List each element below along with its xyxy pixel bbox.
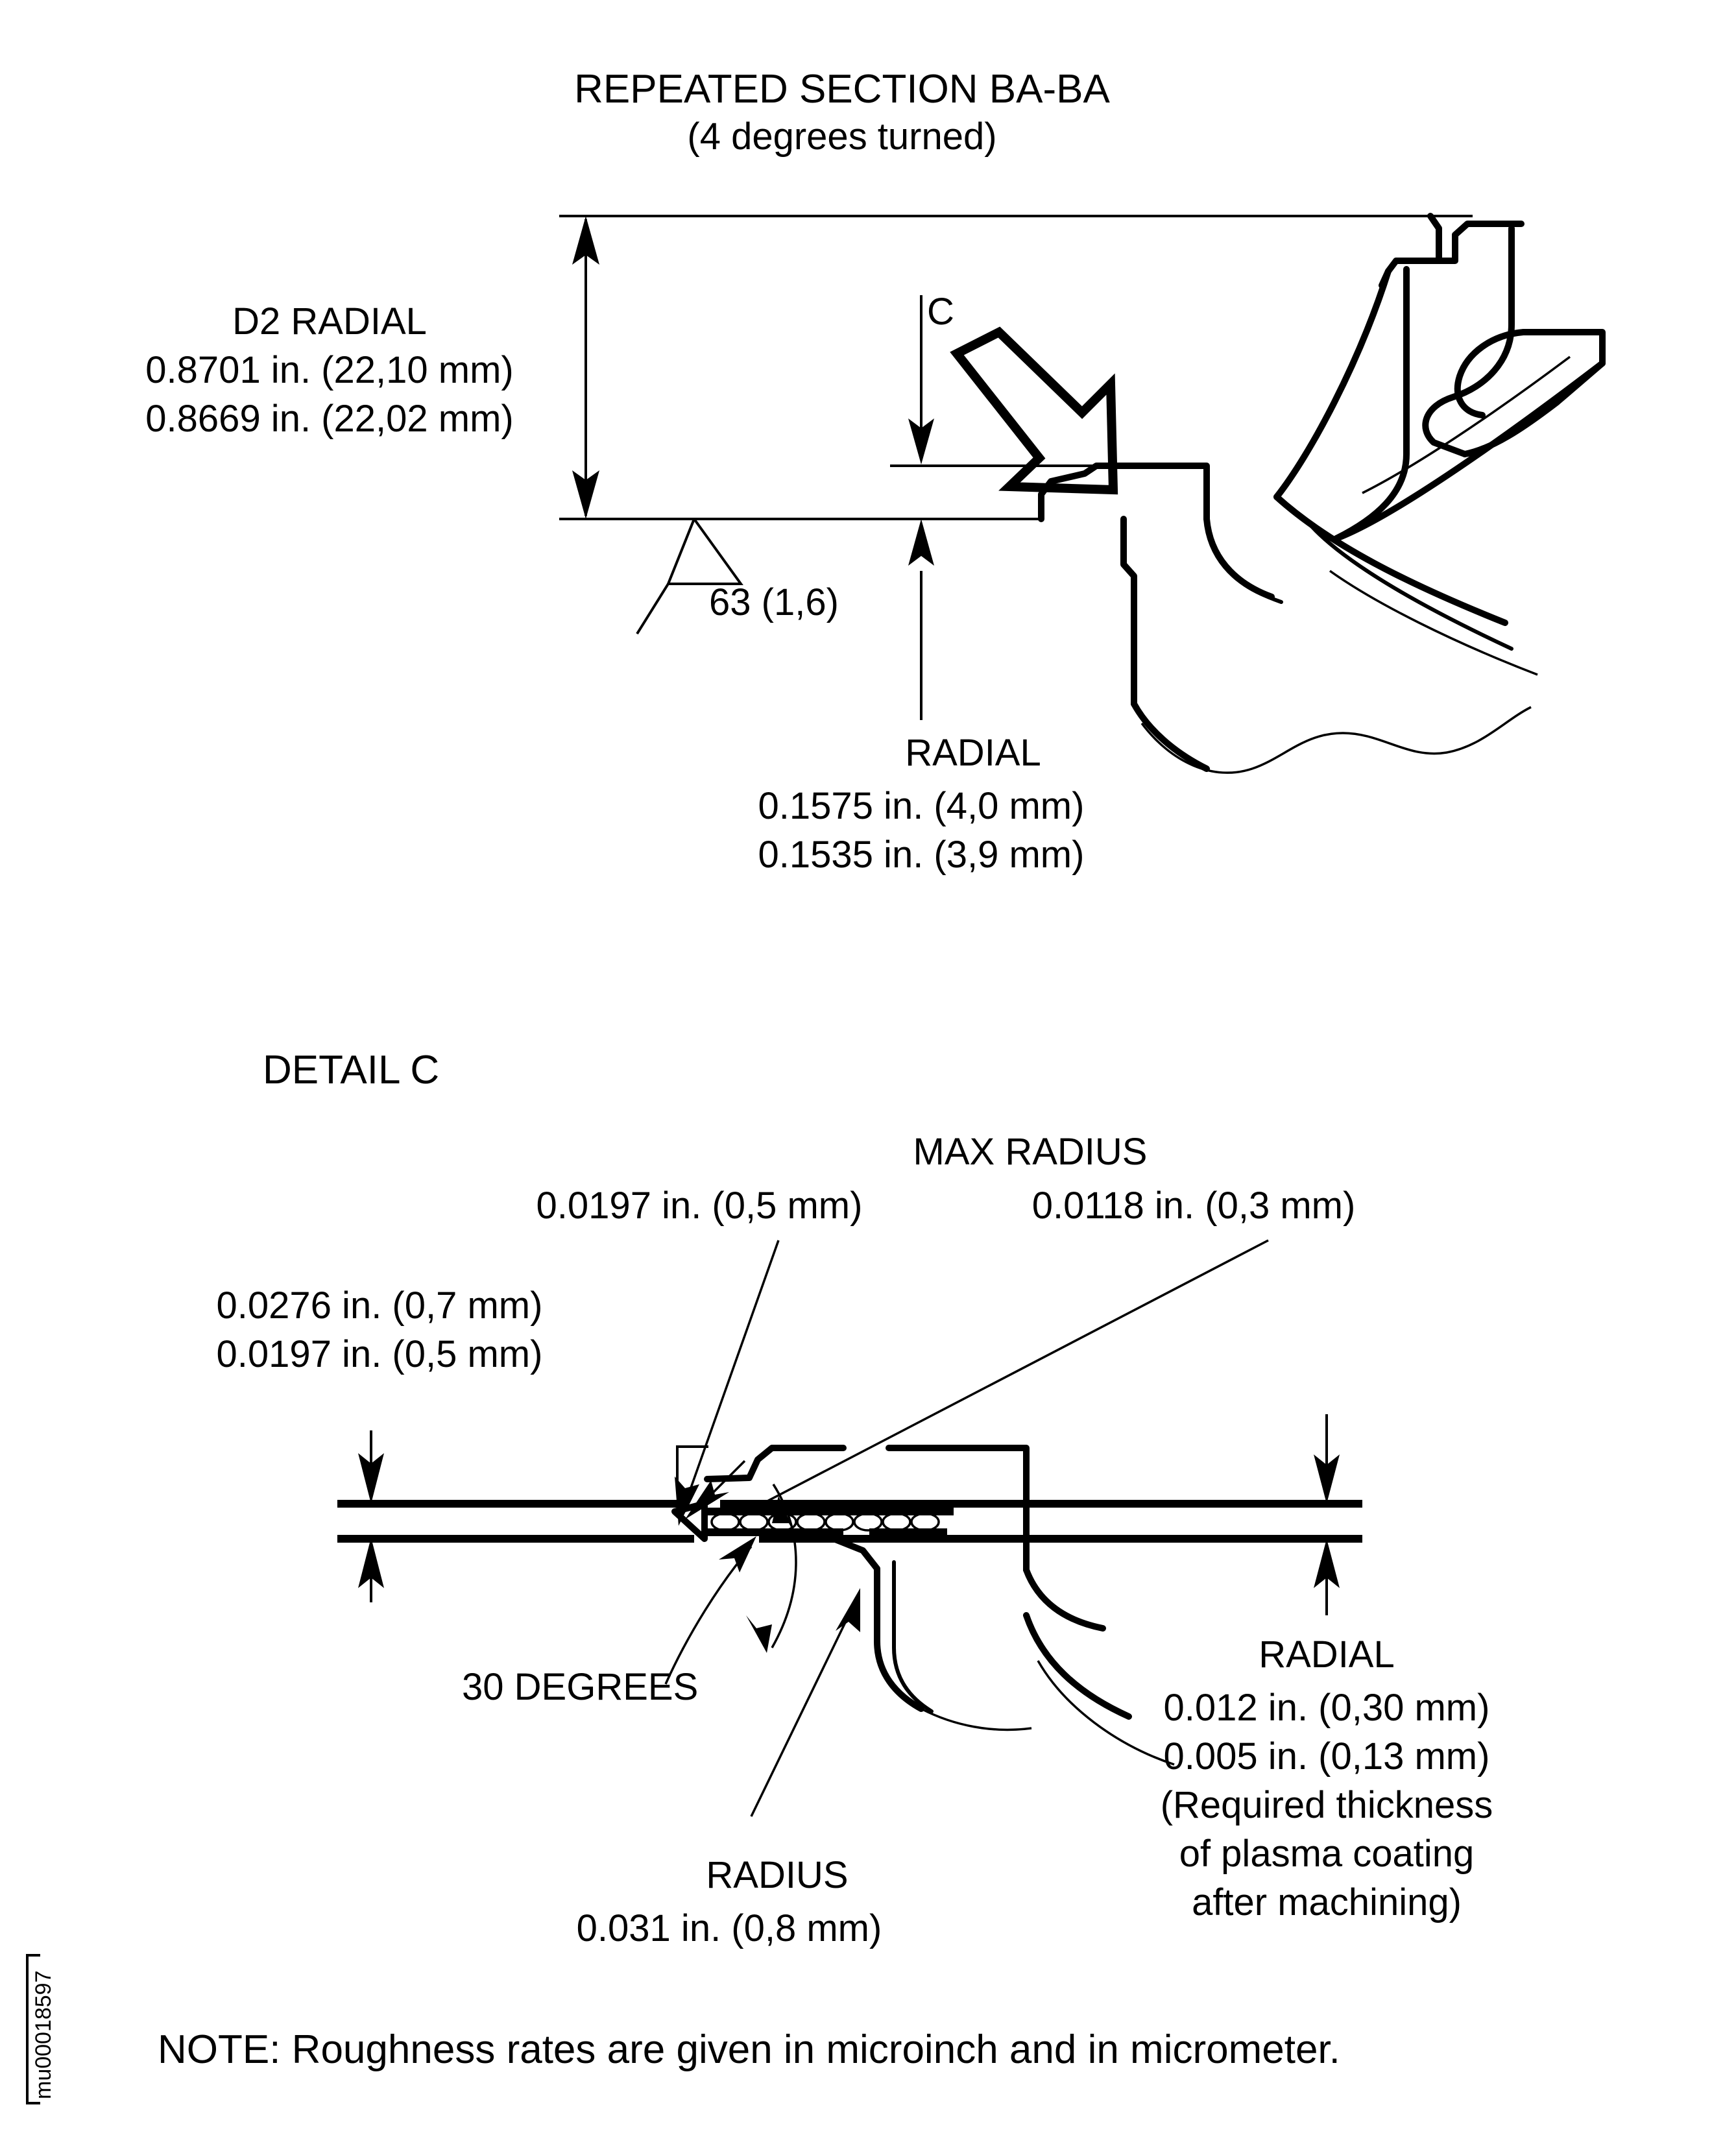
coating-callout-note-2: of plasma coating [1179,1833,1475,1875]
d2-radial-min: 0.8669 in. (22,02 mm) [145,398,513,440]
right-dim-arrow-down [1314,1454,1340,1504]
angle-leader-arrowhead [719,1536,756,1573]
d2-arrow-up [572,216,599,265]
left-dim-arrow-down [358,1453,384,1504]
detail-view-group: DETAIL C MAX RADIUS 0.0197 in. (0,5 mm) … [217,1048,1493,1949]
coating-callout-note-1: (Required thickness [1161,1784,1493,1826]
detail-part-body [676,1445,1175,1766]
figure-id-block: mu00018597 [26,1954,56,2104]
leader-radius-right [762,1239,1269,1505]
max-radius-label: MAX RADIUS [913,1131,1148,1173]
section-view-group: REPEATED SECTION BA-BA (4 degrees turned… [145,67,1606,876]
detail-arrow-label: C [927,291,954,333]
angle-arrow-top [772,1496,797,1537]
surface-finish-value: 63 (1,6) [709,581,839,623]
plasma-coating-band [707,1508,954,1536]
surface-finish-symbol [636,518,743,635]
coating-callout-min: 0.005 in. (0,13 mm) [1164,1735,1490,1778]
detail-title: DETAIL C [263,1048,439,1092]
leader-radius-callout-arrowhead [836,1588,860,1632]
coating-callout-note-3: after machining) [1192,1881,1462,1923]
left-dim-max: 0.0276 in. (0,7 mm) [217,1284,543,1327]
radial-callout-max: 0.1575 in. (4,0 mm) [758,785,1085,827]
section-title: REPEATED SECTION BA-BA [574,67,1110,112]
coating-tip-wedge [671,1500,708,1542]
radial-callout-label: RADIAL [905,732,1041,774]
radius-callout-label: RADIUS [706,1854,848,1896]
radius-fillet-feature [830,1536,1032,1731]
d2-radial-max: 0.8701 in. (22,10 mm) [145,349,513,391]
right-dim-arrow-up [1314,1539,1340,1588]
coating-callout-max: 0.012 in. (0,30 mm) [1164,1687,1490,1729]
part-cross-section-profile [1038,213,1606,774]
max-radius-right-value: 0.0118 in. (0,3 mm) [1032,1185,1356,1227]
angle-label: 30 DEGREES [462,1666,698,1708]
section-subtitle: (4 degrees turned) [687,115,996,158]
figure-id-bracket [26,1954,40,2104]
d2-radial-label: D2 RADIAL [232,300,427,343]
leader-radius-left [681,1240,780,1512]
detail-c-arrow-icon [950,326,1118,495]
d2-arrow-down [572,470,599,519]
left-dim-min: 0.0197 in. (0,5 mm) [217,1333,543,1375]
sheet-note: NOTE: Roughness rates are given in micro… [158,2027,1340,2072]
angle-dimension-30deg [664,1484,797,1685]
coating-callout-label: RADIAL [1259,1633,1395,1676]
leader-wedge-arrowhead [685,1480,729,1519]
angle-arrow-bottom [746,1615,772,1653]
radial-arrow-up [908,519,934,566]
leader-radius-callout [750,1602,856,1817]
radial-arrow-down [908,418,934,464]
radius-callout-value: 0.031 in. (0,8 mm) [577,1907,882,1949]
radial-callout-min: 0.1535 in. (3,9 mm) [758,834,1085,876]
figure-id: mu00018597 [31,1970,56,2099]
max-radius-left-value: 0.0197 in. (0,5 mm) [536,1185,863,1227]
